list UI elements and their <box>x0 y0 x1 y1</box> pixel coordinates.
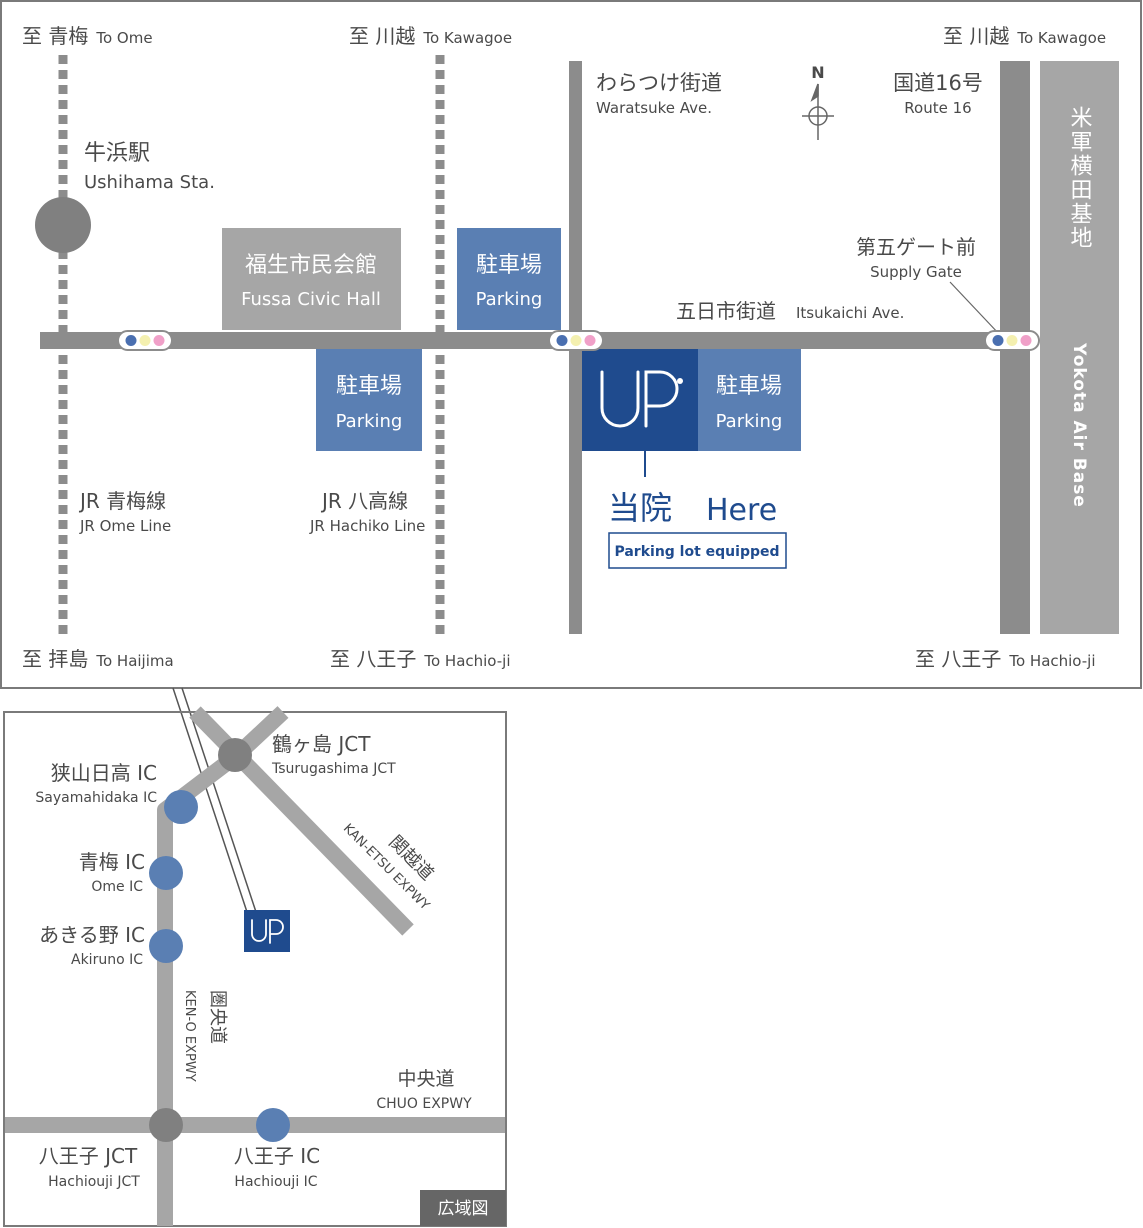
traffic-light-gate <box>984 330 1040 351</box>
supply-gate-jp: 第五ゲート前 <box>856 235 976 259</box>
yokota-base-jp: 米軍横田基地 <box>1067 106 1093 250</box>
compass-north: N <box>811 63 824 82</box>
compass-icon <box>802 83 834 140</box>
akiruno-ic-icon <box>149 929 183 963</box>
ome-ic-icon <box>149 856 183 890</box>
hachioji-jct-en: Hachiouji JCT <box>48 1174 140 1190</box>
ome-line-jp: JR 青梅線 <box>78 489 166 513</box>
clinic-building <box>582 349 698 451</box>
civic-hall-en: Fussa Civic Hall <box>241 289 381 310</box>
parking-lot-clinic <box>698 349 801 451</box>
route16-jp: 国道16号 <box>893 71 983 95</box>
callout-line-right <box>181 687 257 913</box>
parking-lot-west <box>316 349 422 451</box>
hachioji-jct-jp: 八王子 JCT <box>39 1144 138 1168</box>
akiruno-jp: あきる野 IC <box>39 923 145 947</box>
parking-clinic-jp: 駐車場 <box>716 374 782 399</box>
waratsuke-en: Waratsuke Ave. <box>596 99 712 117</box>
parking-clinic-en: Parking <box>716 411 783 432</box>
traffic-light-waratsuke <box>548 330 604 351</box>
up-logo-dot <box>677 378 683 384</box>
sayamahidaka-ic-icon <box>164 790 198 824</box>
kanetsu-label: 関越道 KAN-ETSU EXPWY <box>340 821 438 913</box>
hachioji-jct-icon <box>149 1108 183 1142</box>
civic-hall-jp: 福生市民会館 <box>245 253 377 278</box>
ushihama-station-icon <box>35 197 91 253</box>
traffic-light-ushihama <box>117 330 173 351</box>
parking-north-en: Parking <box>476 289 543 310</box>
sayamahidaka-jp: 狭山日高 IC <box>51 761 157 785</box>
here-jp: 当院 <box>608 489 672 527</box>
yokota-base-en: Yokota Air Base <box>1069 342 1089 508</box>
hachioji-ic-en: Hachiouji IC <box>234 1174 317 1190</box>
clinic-location-marker <box>244 910 290 952</box>
svg-text:圏央道: 圏央道 <box>207 990 228 1044</box>
tsurugashima-jct-icon <box>218 738 252 772</box>
up-logo-icon <box>600 370 679 428</box>
route16-en: Route 16 <box>904 99 971 117</box>
station-jp: 牛浜駅 <box>84 141 150 166</box>
supply-gate-en: Supply Gate <box>870 263 962 281</box>
small-up-logo-icon <box>251 919 284 944</box>
keno-label: 圏央道 <box>207 990 228 1044</box>
wide-map-frame <box>3 711 507 1227</box>
parking-equipped-text: Parking lot equipped <box>614 544 779 560</box>
here-en: Here <box>706 493 777 528</box>
akiruno-en: Akiruno IC <box>71 952 143 968</box>
station-en: Ushihama Sta. <box>84 172 215 193</box>
hachioji-ic-jp: 八王子 IC <box>234 1144 320 1168</box>
ome-ic-jp: 青梅 IC <box>79 850 145 874</box>
itsukaichi-jp: 五日市街道 <box>676 299 776 323</box>
wide-map-badge-text: 広域図 <box>438 1199 489 1219</box>
sayamahidaka-en: Sayamahidaka IC <box>35 790 157 806</box>
tsurugashima-jp: 鶴ヶ島 JCT <box>272 732 371 756</box>
callout-line-left <box>172 687 248 913</box>
supply-gate-leader <box>949 281 1001 336</box>
hachioji-ic-icon <box>256 1108 290 1142</box>
parking-west-en: Parking <box>336 411 403 432</box>
parking-west-jp: 駐車場 <box>336 374 402 399</box>
svg-text:KEN-O EXPWY: KEN-O EXPWY <box>182 990 197 1082</box>
chuo-jp: 中央道 <box>397 1068 454 1090</box>
parking-north-jp: 駐車場 <box>476 253 542 278</box>
parking-lot-north <box>457 228 561 330</box>
parking-equipped-badge <box>608 532 787 569</box>
chuo-en: CHUO EXPWY <box>376 1096 472 1112</box>
waratsuke-jp: わらつけ街道 <box>596 71 722 95</box>
hachiko-line-en: JR Hachiko Line <box>309 517 425 535</box>
ome-ic-en: Ome IC <box>91 879 143 895</box>
itsukaichi-avenue <box>40 332 1015 349</box>
fussa-civic-hall <box>222 228 401 330</box>
itsukaichi-en: Itsukaichi Ave. <box>796 304 904 322</box>
ome-line-en: JR Ome Line <box>79 517 171 535</box>
hachiko-line-jp: JR 八高線 <box>320 489 408 513</box>
wide-map-badge <box>420 1190 506 1226</box>
keno-label-en: KEN-O EXPWY <box>182 990 197 1082</box>
tsurugashima-en: Tsurugashima JCT <box>271 761 396 777</box>
yokota-air-base <box>1040 61 1119 634</box>
